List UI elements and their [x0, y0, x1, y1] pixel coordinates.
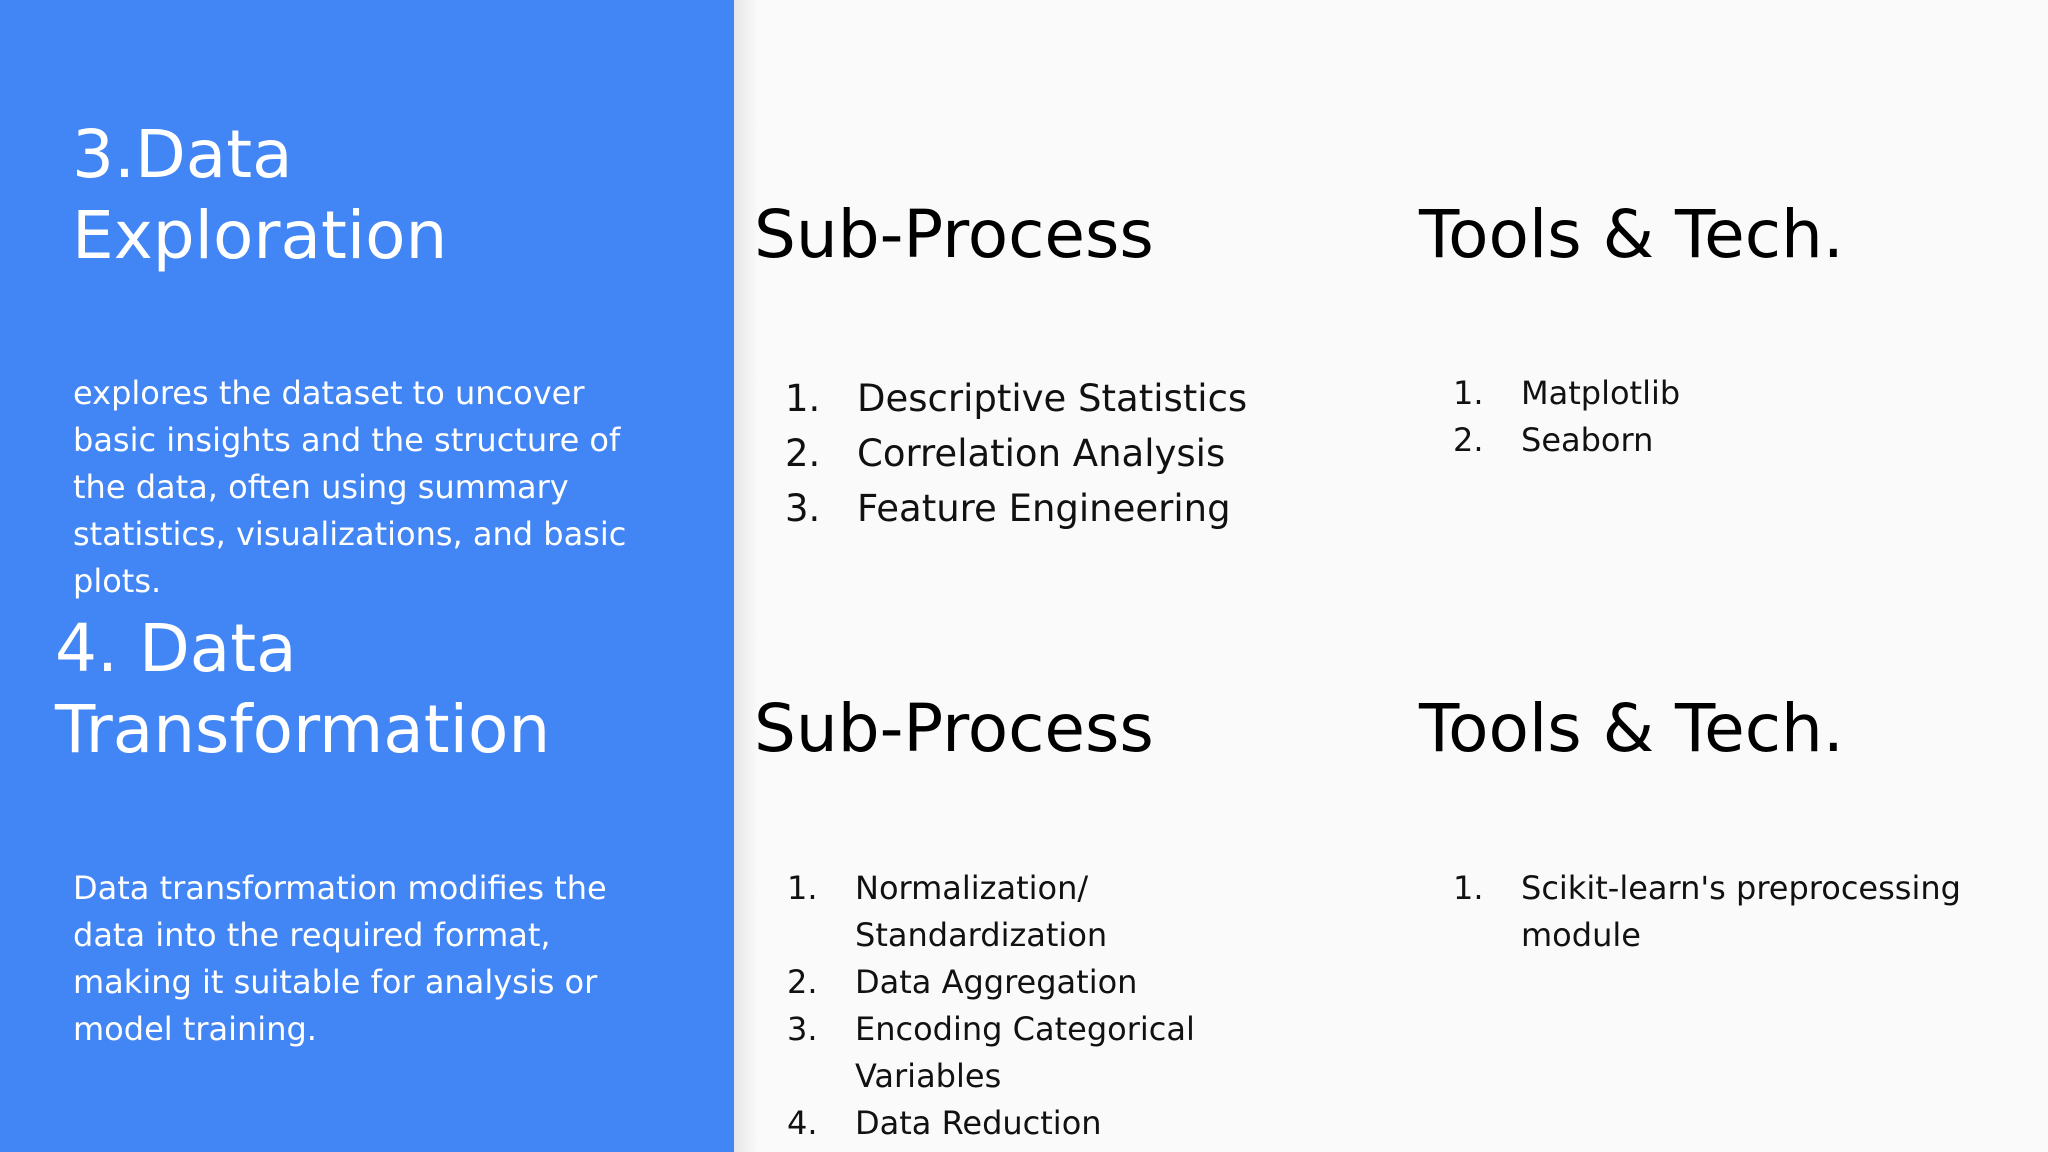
section3-subprocess-list: 1. Descriptive Statistics 2. Correlation A…	[785, 371, 1247, 536]
item-number: 2.	[1453, 421, 1484, 459]
item-number: 3.	[787, 1010, 818, 1048]
item-number: 2.	[787, 963, 818, 1001]
section4-title: 4. Data Transformation	[55, 608, 550, 770]
item-number: 3.	[785, 487, 821, 530]
list-item: 2. Correlation Analysis	[785, 426, 1247, 481]
section3-title-line1: 3.Data	[72, 116, 293, 193]
panel-divider	[734, 0, 758, 1152]
item-text: Feature Engineering	[857, 487, 1231, 530]
item-text: Data Reduction	[855, 1104, 1102, 1142]
item-text: Normalization/ Standardization	[855, 869, 1108, 954]
section4-title-line1: 4. Data	[55, 610, 297, 687]
item-number: 1.	[1453, 374, 1484, 412]
item-number: 2.	[785, 432, 821, 475]
list-item: 1. Scikit-learn's preprocessing module	[1453, 865, 1973, 959]
item-text: Correlation Analysis	[857, 432, 1226, 475]
section3-subprocess-heading: Sub-Process	[754, 196, 1154, 273]
section3-tools-heading: Tools & Tech.	[1419, 196, 1844, 273]
section3-tools-list: 1. Matplotlib 2. Seaborn	[1453, 370, 1680, 464]
item-text: Matplotlib	[1521, 374, 1681, 412]
item-text: Seaborn	[1521, 421, 1654, 459]
list-item: 1. Normalization/ Standardization	[787, 865, 1237, 959]
item-number: 1.	[787, 869, 818, 907]
section3-title-line2: Exploration	[72, 197, 448, 274]
item-text: Descriptive Statistics	[857, 377, 1248, 420]
list-item: 1. Descriptive Statistics	[785, 371, 1247, 426]
item-number: 1.	[785, 377, 821, 420]
section4-tools-heading: Tools & Tech.	[1419, 690, 1844, 767]
item-text: Data Aggregation	[855, 963, 1138, 1001]
list-item: 1. Matplotlib	[1453, 370, 1680, 417]
section4-subprocess-list: 1. Normalization/ Standardization 2. Data …	[787, 865, 1237, 1147]
list-item: 2. Seaborn	[1453, 417, 1680, 464]
item-number: 4.	[787, 1104, 818, 1142]
section4-title-line2: Transformation	[55, 691, 551, 768]
list-item: 3. Encoding Categorical Variables	[787, 1006, 1237, 1100]
item-number: 1.	[1453, 869, 1484, 907]
section3-description: explores the dataset to uncover basic in…	[73, 374, 627, 600]
section4-description: Data transformation modifies the data in…	[73, 869, 607, 1048]
list-item: 3. Feature Engineering	[785, 481, 1247, 536]
left-panel	[0, 0, 734, 1152]
item-text: Encoding Categorical Variables	[855, 1010, 1195, 1095]
list-item: 2. Data Aggregation	[787, 959, 1237, 1006]
section3-title: 3.Data Exploration	[72, 114, 447, 276]
list-item: 4. Data Reduction	[787, 1100, 1237, 1147]
section4-tools-list: 1. Scikit-learn's preprocessing module	[1453, 865, 1973, 959]
item-text: Scikit-learn's preprocessing module	[1521, 869, 1961, 954]
section4-subprocess-heading: Sub-Process	[754, 690, 1154, 767]
